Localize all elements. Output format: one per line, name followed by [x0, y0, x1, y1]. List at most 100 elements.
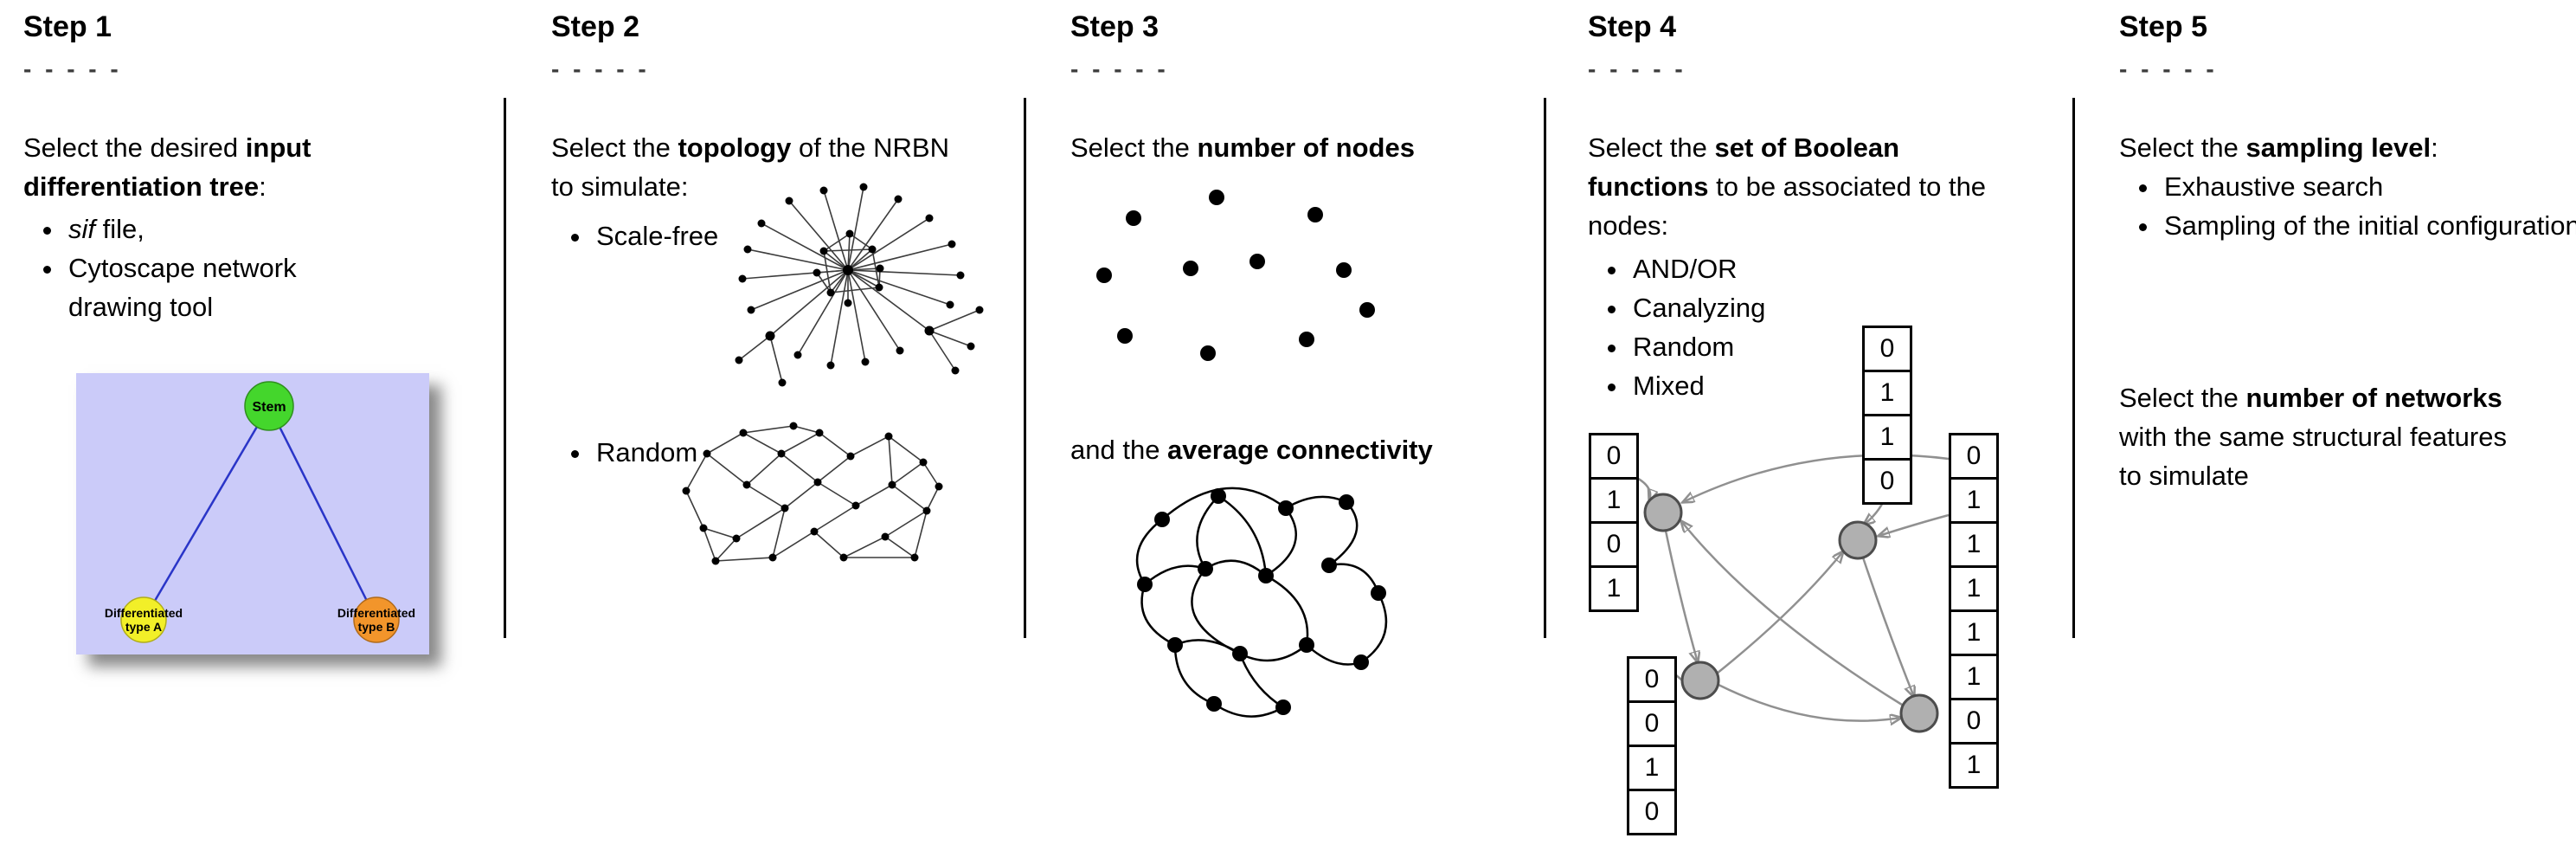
gene-node [1680, 661, 1720, 700]
step5-text2-bold: number of networks [2245, 383, 2502, 413]
step3-text1: Select the number of nodes [1070, 128, 1538, 167]
step5-text1: Select the sampling level: [2119, 128, 2569, 167]
truth-table-cell: 0 [1862, 458, 1912, 505]
step3-text2-pre: and the [1070, 435, 1168, 465]
step5-title: Step 5 [2119, 10, 2208, 43]
step2-bullet-scalefree: Scale-free [551, 216, 852, 255]
truth-table-cell: 1 [1589, 477, 1639, 524]
canalyzing-label: Canalyzing [1633, 293, 1766, 323]
step4-intro-post: to be associated to the nodes: [1588, 171, 1987, 241]
random-label: Random [596, 437, 698, 467]
column-divider [504, 98, 506, 638]
stem-node [244, 381, 294, 431]
truth-table-cell: 0 [1627, 656, 1677, 703]
step5-bullets: Exhaustive search Sampling of the initia… [2119, 167, 2576, 245]
step4-intro-pre: Select the [1588, 132, 1715, 163]
step5-dashes: - - - - - [2119, 55, 2218, 82]
step2-intro-post: of the NRBN to simulate: [551, 132, 949, 202]
truth-table-cell: 1 [1627, 745, 1677, 791]
step1-bullets: sif file, Cytoscape network drawing tool [23, 210, 350, 326]
scale-free-nodes [735, 183, 984, 387]
tree-edges [142, 405, 378, 621]
list-item: AND/OR [1629, 249, 1975, 288]
truth-table-cell: 1 [1949, 742, 1999, 789]
truth-table-cell: 0 [1862, 326, 1912, 372]
sif-text: file, [95, 214, 145, 244]
step4-dashes: - - - - - [1588, 55, 1686, 82]
boolean-network-graphic [1633, 454, 1950, 733]
step2-title: Step 2 [551, 10, 640, 43]
step2-intro-bold: topology [678, 132, 792, 163]
list-item: Sampling of the initial configurations [2161, 206, 2576, 245]
step4-title: Step 4 [1588, 10, 1677, 43]
step5-text2-post: with the same structural features to sim… [2119, 422, 2507, 491]
step3-text2-bold: average connectivity [1167, 435, 1433, 465]
truth-table-cell: 0 [1627, 789, 1677, 835]
truth-table-cell: 0 [1627, 700, 1677, 747]
truth-table-bottom: 0 0 1 0 [1627, 656, 1677, 835]
step5-text2: Select the number of networks with the s… [2119, 378, 2526, 495]
truth-table-cell: 0 [1949, 698, 1999, 745]
step4-intro: Select the set of Boolean functions to b… [1588, 128, 2012, 245]
step5-text1-pre: Select the [2119, 132, 2246, 163]
list-item: Mixed [1629, 366, 1975, 405]
andor-label: AND/OR [1633, 254, 1738, 284]
truth-table-cell: 0 [1949, 433, 1999, 480]
random-nodes [682, 422, 943, 565]
column-divider [1544, 98, 1546, 638]
list-item: Random [1629, 327, 1975, 366]
random-network-graphic [682, 422, 943, 565]
scale-free-edges [738, 186, 980, 384]
type-a-label-line1: Differentiated [105, 606, 183, 620]
step1-title: Step 1 [23, 10, 112, 43]
type-b-node [353, 596, 400, 643]
step2-bullet-random: Random [551, 433, 852, 472]
type-b-label-line2: type B [358, 620, 395, 634]
list-item: Random [593, 433, 852, 472]
truth-table-cell: 1 [1949, 609, 1999, 656]
random-fn-label: Random [1633, 332, 1735, 362]
mixed-label: Mixed [1633, 371, 1705, 401]
sif-italic: sif [68, 214, 95, 244]
connectivity-network-graphic [1135, 487, 1388, 718]
stem-label: Stem [252, 400, 286, 415]
step5-text1-post: : [2431, 132, 2438, 163]
truth-table-cell: 1 [1949, 654, 1999, 700]
step1-intro: Select the desired input differentiation… [23, 128, 473, 206]
gene-node [1899, 693, 1939, 733]
step3-text1-pre: Select the [1070, 132, 1198, 163]
step1-dashes: - - - - - [23, 55, 122, 82]
list-item: Canalyzing [1629, 288, 1975, 327]
column-divider [2072, 98, 2075, 638]
truth-table-cell: 1 [1862, 414, 1912, 461]
step4-intro-bold: set of Boolean functions [1588, 132, 1900, 202]
step3-dashes: - - - - - [1070, 55, 1169, 82]
step4-bullets: AND/OR Canalyzing Random Mixed [1588, 249, 1975, 405]
type-b-label-line1: Differentiated [337, 606, 415, 620]
random-edges [685, 425, 940, 562]
type-a-node [120, 596, 167, 643]
step5-text1-bold: sampling level [2245, 132, 2431, 163]
truth-table-cell: 0 [1589, 521, 1639, 568]
scale-free-network-graphic [735, 183, 984, 387]
cytoscape-text: Cytoscape network drawing tool [68, 253, 297, 322]
step3-text1-bold: number of nodes [1197, 132, 1415, 163]
exhaustive-label: Exhaustive search [2164, 171, 2384, 202]
truth-table-cell: 1 [1949, 521, 1999, 568]
truth-table-cell: 1 [1589, 565, 1639, 612]
gene-node [1643, 493, 1683, 532]
tangle-nodes [1137, 488, 1386, 715]
boolean-network-nodes [1643, 493, 1939, 733]
list-item: sif file, [65, 210, 350, 248]
step2-dashes: - - - - - [551, 55, 650, 82]
list-item: Exhaustive search [2161, 167, 2576, 206]
step1-intro-post: : [259, 171, 267, 202]
type-a-label-line2: type A [125, 620, 162, 634]
truth-table-cell: 0 [1589, 433, 1639, 480]
truth-table-cell: 1 [1862, 370, 1912, 416]
differentiation-tree-graphic: Stem Differentiated type A Differentiate… [76, 373, 429, 654]
gene-node [1838, 520, 1878, 560]
step1-intro-pre: Select the desired [23, 132, 246, 163]
truth-table-cell: 1 [1949, 565, 1999, 612]
truth-table-left: 0 1 0 1 [1589, 433, 1639, 612]
